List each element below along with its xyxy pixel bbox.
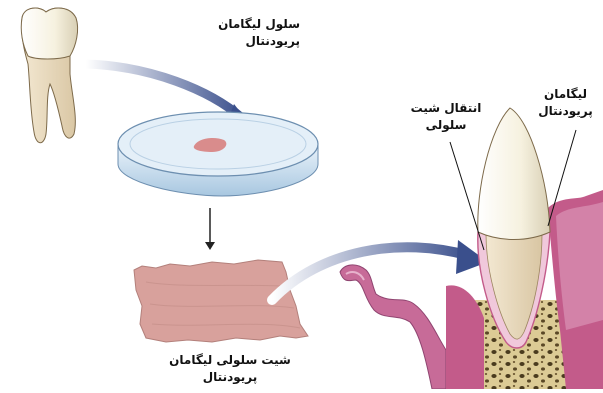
label-sheet-transfer-line2: سلولی [400, 117, 492, 134]
gum-flap [340, 265, 446, 389]
label-pdl-cell-line1: سلول لیگامان [196, 16, 300, 33]
label-pdl-cell: سلول لیگامان پریودنتال [196, 16, 300, 50]
cell-sheet [134, 260, 308, 342]
label-cell-sheet-line2: پریودنتال [162, 369, 298, 386]
label-sheet-transfer-line1: انتقال شیت [400, 100, 492, 117]
label-cell-sheet-line1: شیت سلولی لیگامان [162, 352, 298, 369]
arrow-dish-to-sheet [205, 208, 215, 250]
label-pdl-line1: لیگامان [528, 86, 603, 103]
label-pdl-line2: پریودنتال [528, 103, 603, 120]
label-sheet-transfer: انتقال شیت سلولی [400, 100, 492, 134]
label-cell-sheet: شیت سلولی لیگامان پریودنتال [162, 352, 298, 386]
label-pdl: لیگامان پریودنتال [528, 86, 603, 120]
label-pdl-cell-line2: پریودنتال [196, 33, 300, 50]
petri-dish [118, 112, 318, 196]
extracted-tooth [21, 8, 77, 143]
